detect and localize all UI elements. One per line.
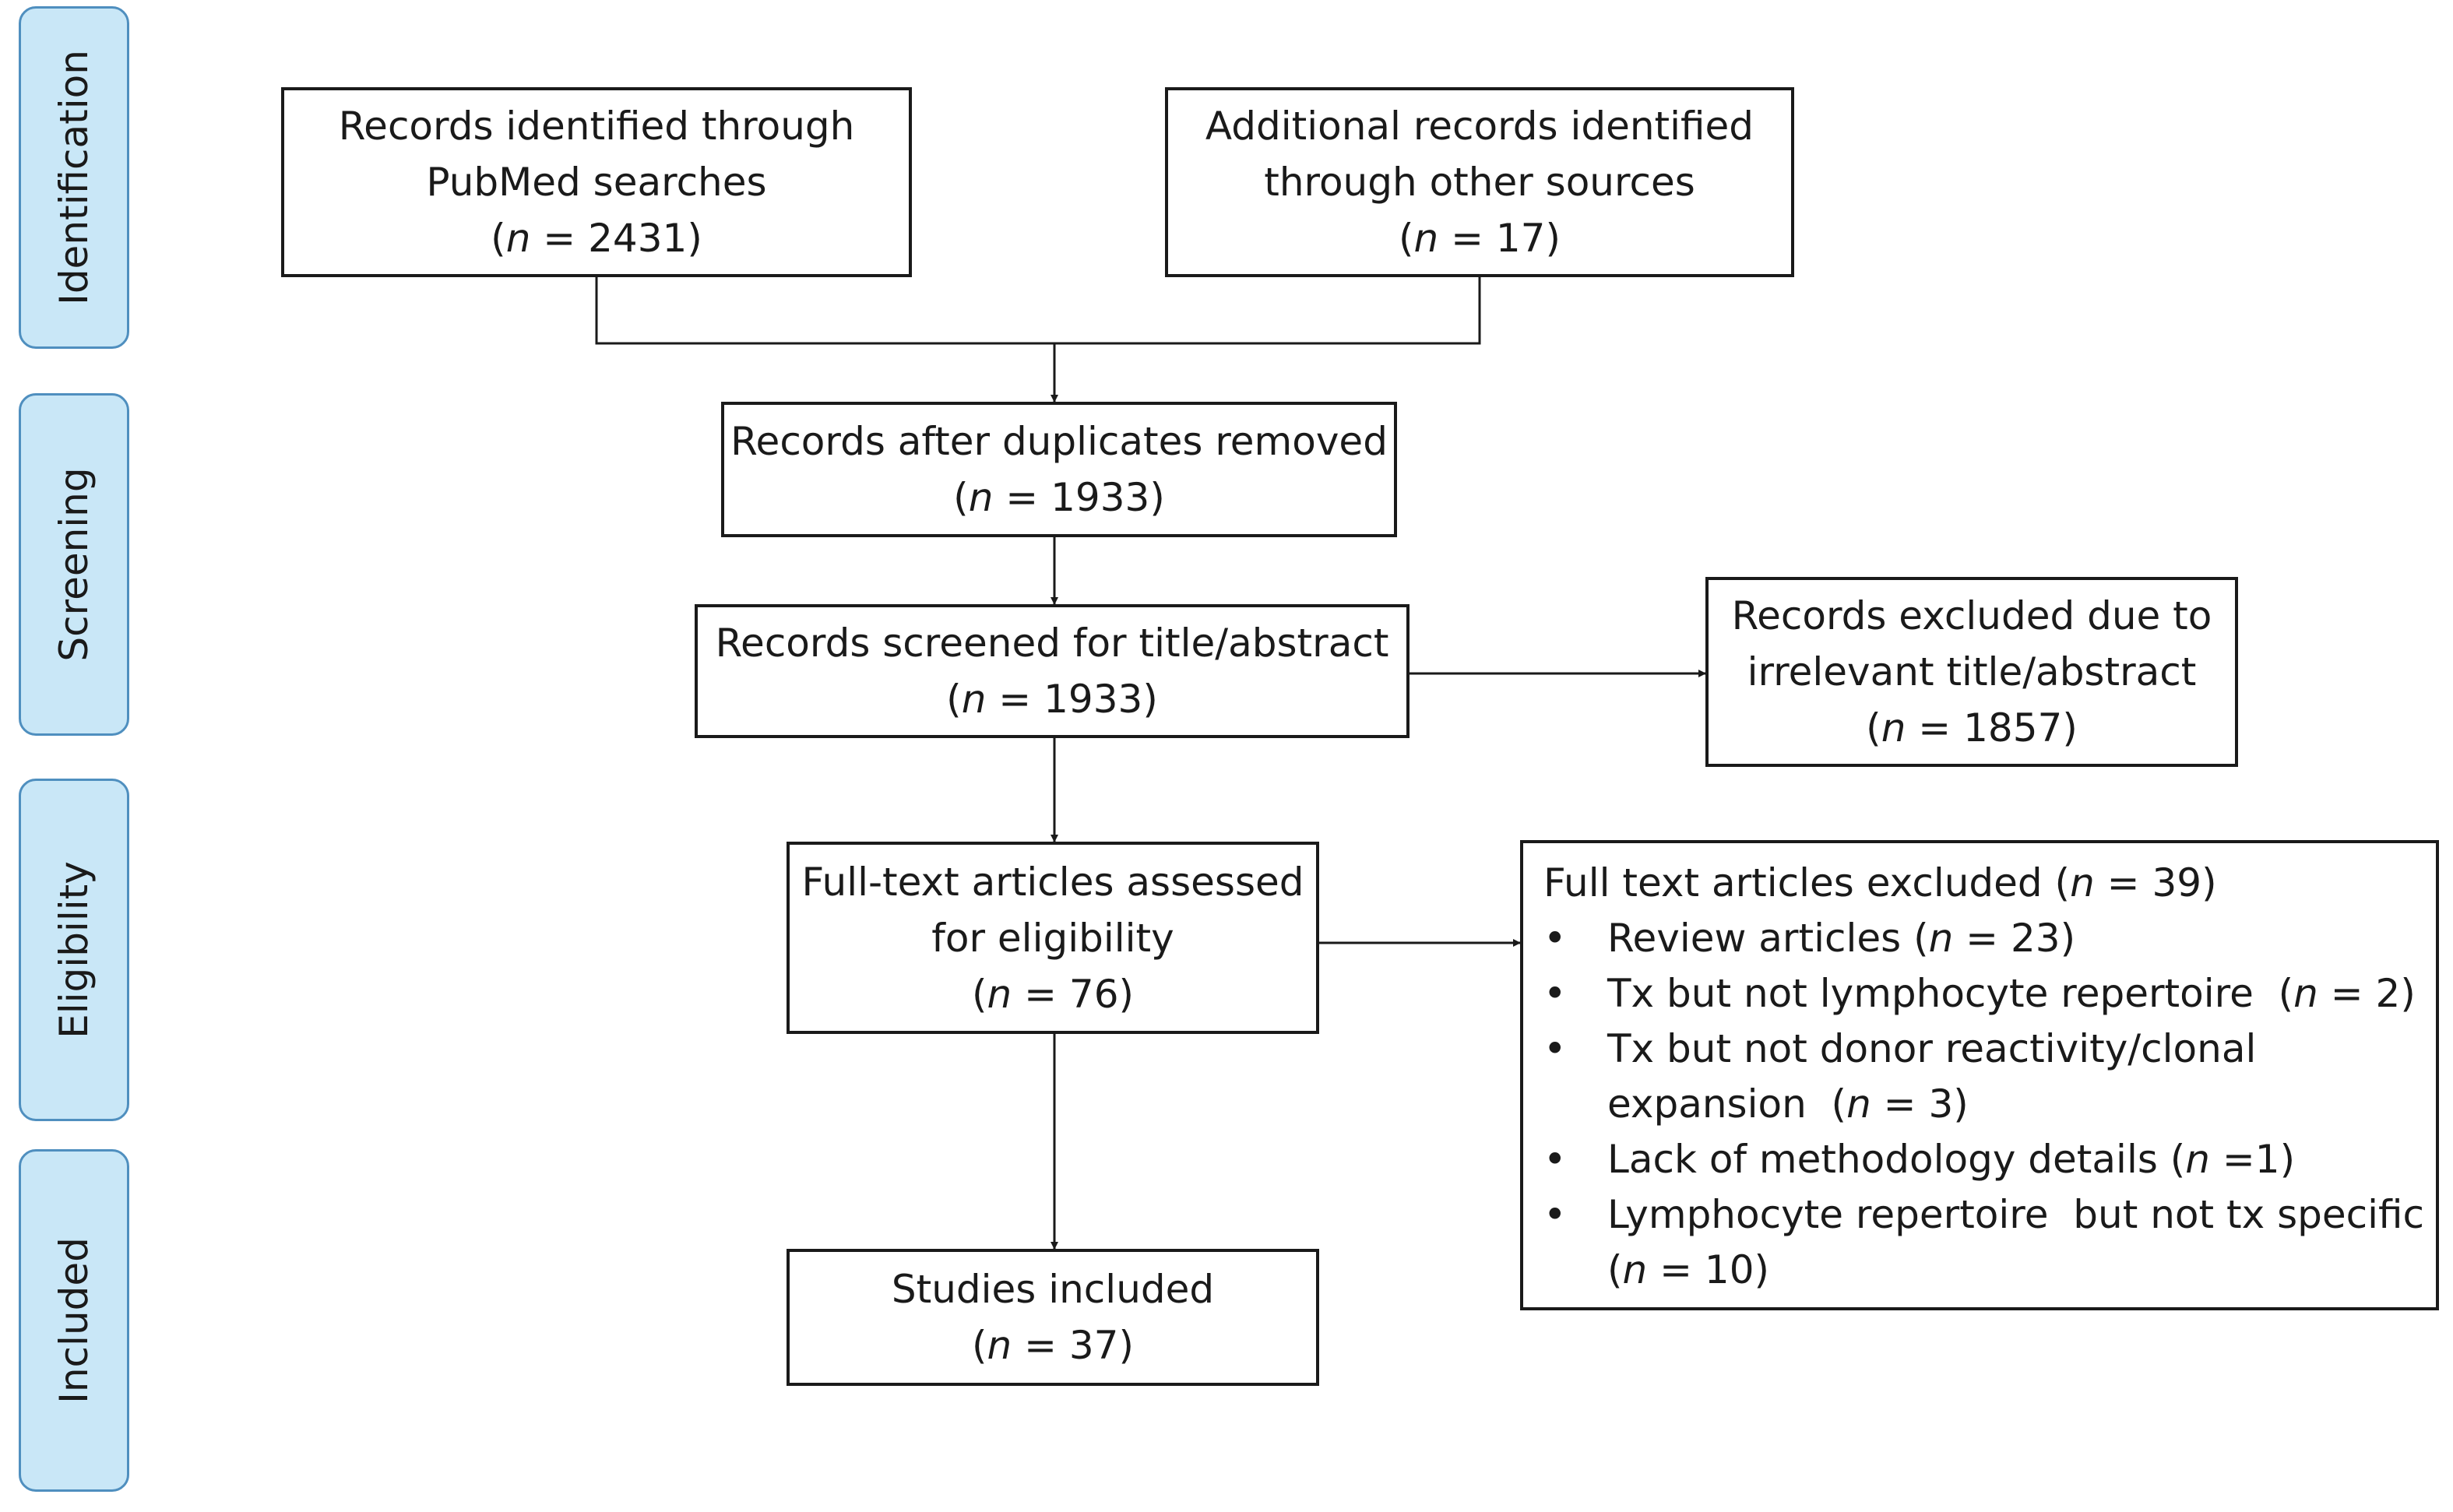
other-sources-label-2: through other sources — [1264, 160, 1695, 205]
bullet-icon: • — [1543, 916, 1567, 961]
exclusion-reason-methodology: •Lack of methodology details (n =1) — [1543, 1132, 2436, 1187]
screened-records-box: Records screened for title/abstract (n =… — [695, 604, 1410, 738]
exclusion-reason-not-lymphocyte: •Tx but not lymphocyte repertoire (n = 2… — [1543, 966, 2436, 1021]
studies-included-label: Studies included — [891, 1267, 1215, 1312]
fulltext-assessed-count: (n = 76) — [971, 971, 1135, 1017]
dedup-records-label: Records after duplicates removed — [730, 419, 1388, 464]
stage-included: Included — [19, 1149, 129, 1492]
fulltext-excluded-heading: Full text articles excluded (n = 39) — [1543, 860, 2217, 905]
exclusion-reason-not-tx-specific: •Lymphocyte repertoire but not tx specif… — [1543, 1187, 2436, 1298]
excluded-title-box: Records excluded due to irrelevant title… — [1705, 577, 2238, 767]
excluded-title-count: (n = 1857) — [1866, 705, 2078, 751]
pubmed-records-box: Records identified through PubMed search… — [281, 87, 912, 277]
bullet-icon: • — [1543, 1192, 1567, 1237]
screened-records-count: (n = 1933) — [946, 677, 1158, 722]
excluded-title-label: Records excluded due to — [1731, 593, 2212, 638]
merge-line — [595, 277, 1481, 345]
pubmed-records-label-2: PubMed searches — [426, 160, 767, 205]
stage-eligibility: Eligibility — [19, 779, 129, 1121]
dedup-records-count: (n = 1933) — [953, 475, 1165, 520]
screened-records-label: Records screened for title/abstract — [715, 621, 1389, 666]
exclusion-reasons-list: •Review articles (n = 23) •Tx but not ly… — [1543, 911, 2436, 1298]
fulltext-excluded-box: Full text articles excluded (n = 39) •Re… — [1520, 840, 2439, 1310]
fulltext-assessed-label-2: for eligibility — [931, 915, 1174, 961]
stage-screening: Screening — [19, 393, 129, 736]
other-sources-count: (n = 17) — [1398, 216, 1561, 261]
excluded-title-label-2: irrelevant title/abstract — [1747, 649, 2197, 694]
exclusion-reason-review: •Review articles (n = 23) — [1543, 911, 2436, 966]
pubmed-records-count: (n = 2431) — [491, 216, 702, 261]
pubmed-records-label: Records identified through — [338, 104, 855, 149]
other-sources-box: Additional records identified through ot… — [1165, 87, 1794, 277]
bullet-icon: • — [1543, 1026, 1567, 1071]
fulltext-assessed-box: Full-text articles assessed for eligibil… — [787, 842, 1319, 1034]
other-sources-label: Additional records identified — [1205, 104, 1754, 149]
studies-included-count: (n = 37) — [971, 1323, 1134, 1368]
stage-identification: Identification — [19, 6, 129, 349]
dedup-records-box: Records after duplicates removed (n = 19… — [721, 402, 1397, 537]
bullet-icon: • — [1543, 971, 1567, 1016]
studies-included-box: Studies included (n = 37) — [787, 1249, 1319, 1386]
bullet-icon: • — [1543, 1137, 1567, 1182]
fulltext-assessed-label: Full-text articles assessed — [801, 859, 1304, 905]
